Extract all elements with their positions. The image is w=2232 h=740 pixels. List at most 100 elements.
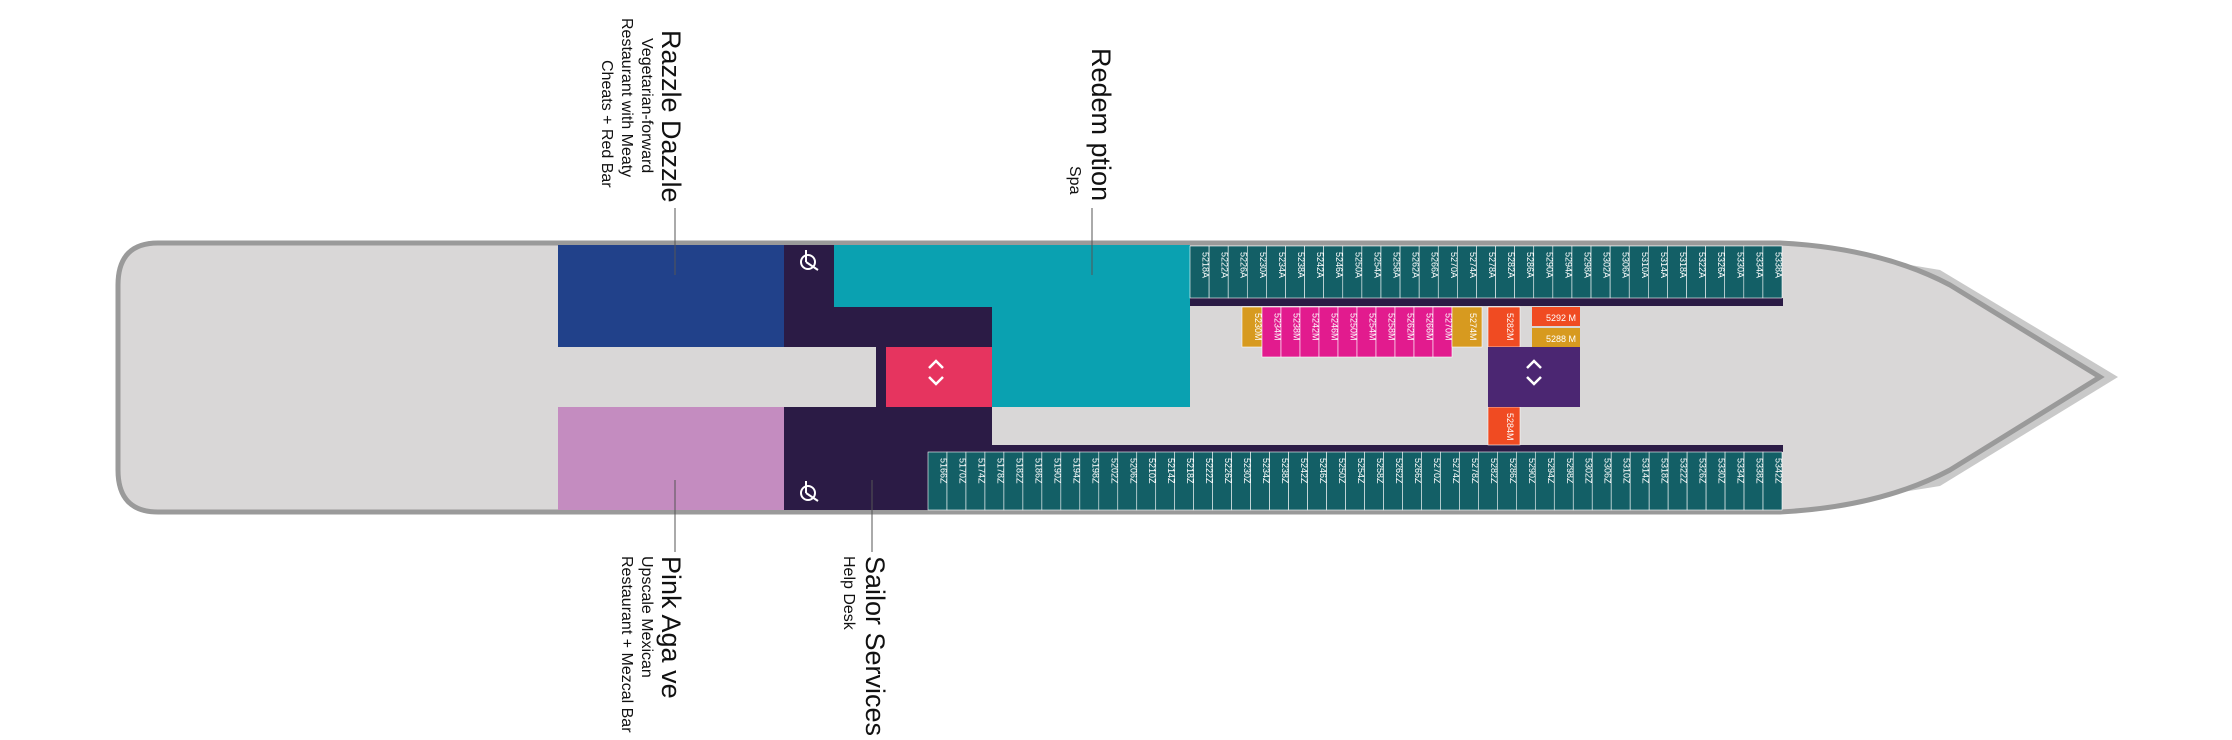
cabin-5270Z[interactable]: 5270Z xyxy=(1421,451,1442,511)
cabin-5174Z[interactable]: 5174Z xyxy=(965,451,986,511)
cabin-5274Z[interactable]: 5274Z xyxy=(1440,451,1461,511)
cabin-number: 5314Z xyxy=(1641,458,1651,484)
cabin-5218A[interactable]: 5218A xyxy=(1189,245,1211,299)
cabin-5282M[interactable]: 5282M xyxy=(1487,306,1521,348)
cabin-5274M[interactable]: 5274M xyxy=(1451,306,1483,348)
cabin-5282Z[interactable]: 5282Z xyxy=(1478,451,1499,511)
cabin-5318A[interactable]: 5318A xyxy=(1667,245,1688,299)
cabin-5288m[interactable]: 5288 M xyxy=(1532,328,1580,347)
cabin-5262Z[interactable]: 5262Z xyxy=(1383,451,1404,511)
cabin-5238Z[interactable]: 5238Z xyxy=(1269,451,1290,511)
cabin-5334A[interactable]: 5334A xyxy=(1743,245,1765,299)
cabin-5258Z[interactable]: 5258Z xyxy=(1364,451,1385,511)
cabin-5166Z[interactable]: 5166Z xyxy=(927,451,948,511)
cabin-5206Z[interactable]: 5206Z xyxy=(1117,451,1138,511)
cabin-5234Z[interactable]: 5234Z xyxy=(1250,451,1271,511)
cabin-5246A[interactable]: 5246A xyxy=(1323,245,1345,299)
cabin-5326Z[interactable]: 5326Z xyxy=(1686,451,1708,511)
cabin-5202Z[interactable]: 5202Z xyxy=(1098,451,1119,511)
cabin-5294A[interactable]: 5294A xyxy=(1552,245,1574,299)
cabin-5270M[interactable]: 5270M xyxy=(1432,306,1454,358)
elevator-pink[interactable] xyxy=(886,347,992,407)
cabin-5302A[interactable]: 5302A xyxy=(1590,245,1612,299)
cabin-5306Z[interactable]: 5306Z xyxy=(1591,451,1613,511)
cabin-5226A[interactable]: 5226A xyxy=(1227,245,1249,299)
cabin-5238M[interactable]: 5238M xyxy=(1280,306,1302,358)
cabin-5314Z[interactable]: 5314Z xyxy=(1629,451,1651,511)
cabin-5258M[interactable]: 5258M xyxy=(1375,306,1397,358)
cabin-5230A[interactable]: 5230A xyxy=(1246,245,1268,299)
cabin-5190Z[interactable]: 5190Z xyxy=(1041,451,1062,511)
cabin-5254Z[interactable]: 5254Z xyxy=(1345,451,1366,511)
cabin-5302Z[interactable]: 5302Z xyxy=(1572,451,1594,511)
cabin-5318Z[interactable]: 5318Z xyxy=(1648,451,1670,511)
cabin-5222A[interactable]: 5222A xyxy=(1208,245,1230,299)
cabin-5322Z[interactable]: 5322Z xyxy=(1667,451,1689,511)
cabin-5262M[interactable]: 5262M xyxy=(1394,306,1416,358)
cabin-5178Z[interactable]: 5178Z xyxy=(984,451,1005,511)
cabin-5250Z[interactable]: 5250Z xyxy=(1326,451,1347,511)
pink-agave-area[interactable] xyxy=(558,407,784,510)
redemption-spa-area[interactable] xyxy=(834,245,1190,407)
razzle-dazzle-area[interactable] xyxy=(558,245,784,347)
cabin-5286A[interactable]: 5286A xyxy=(1514,245,1536,299)
cabin-5258A[interactable]: 5258A xyxy=(1380,245,1402,299)
cabin-5170Z[interactable]: 5170Z xyxy=(946,451,967,511)
cabin-5338Z[interactable]: 5338Z xyxy=(1743,451,1765,511)
cabin-5334Z[interactable]: 5334Z xyxy=(1724,451,1746,511)
cabin-5234M[interactable]: 5234M xyxy=(1261,306,1283,358)
cabin-5242Z[interactable]: 5242Z xyxy=(1288,451,1309,511)
cabin-5330A[interactable]: 5330A xyxy=(1724,245,1746,299)
cabin-5298A[interactable]: 5298A xyxy=(1571,245,1593,299)
cabin-5274A[interactable]: 5274A xyxy=(1457,245,1478,299)
cabin-5266M[interactable]: 5266M xyxy=(1413,306,1435,358)
cabin-5342Z[interactable]: 5342Z xyxy=(1762,451,1784,511)
cabin-number: 5286A xyxy=(1525,252,1535,278)
cabin-5234A[interactable]: 5234A xyxy=(1266,245,1287,299)
cabin-5246M[interactable]: 5246M xyxy=(1318,306,1340,358)
cabin-5238A[interactable]: 5238A xyxy=(1285,245,1306,299)
cabin-5314A[interactable]: 5314A xyxy=(1648,245,1669,299)
cabin-5310Z[interactable]: 5310Z xyxy=(1610,451,1632,511)
cabin-5286Z[interactable]: 5286Z xyxy=(1497,451,1518,511)
cabin-5194Z[interactable]: 5194Z xyxy=(1060,451,1081,511)
cabin-5242A[interactable]: 5242A xyxy=(1304,245,1326,299)
corridor-bottom xyxy=(928,445,1783,452)
cabin-5266Z[interactable]: 5266Z xyxy=(1402,451,1423,511)
cabin-5246Z[interactable]: 5246Z xyxy=(1307,451,1328,511)
cabin-5278A[interactable]: 5278A xyxy=(1476,245,1497,299)
cabin-5290Z[interactable]: 5290Z xyxy=(1516,451,1537,511)
cabin-5230Z[interactable]: 5230Z xyxy=(1231,451,1252,511)
cabin-5270A[interactable]: 5270A xyxy=(1437,245,1459,299)
cabin-5322A[interactable]: 5322A xyxy=(1686,245,1708,299)
cabin-5330Z[interactable]: 5330Z xyxy=(1705,451,1727,511)
cabin-5230M[interactable]: 5230M xyxy=(1241,306,1263,348)
cabin-5266A[interactable]: 5266A xyxy=(1418,245,1440,299)
cabin-5254A[interactable]: 5254A xyxy=(1361,245,1383,299)
cabin-5294Z[interactable]: 5294Z xyxy=(1534,451,1556,511)
cabin-5222Z[interactable]: 5222Z xyxy=(1193,451,1214,511)
cabin-5214Z[interactable]: 5214Z xyxy=(1155,451,1176,511)
cabin-5284M[interactable]: 5284M xyxy=(1487,406,1521,446)
cabin-5278Z[interactable]: 5278Z xyxy=(1459,451,1480,511)
cabin-5250M[interactable]: 5250M xyxy=(1337,306,1359,358)
cabin-5242M[interactable]: 5242M xyxy=(1299,306,1321,358)
cabin-5338A[interactable]: 5338A xyxy=(1762,245,1784,299)
cabin-5298Z[interactable]: 5298Z xyxy=(1553,451,1575,511)
cabin-5218Z[interactable]: 5218Z xyxy=(1174,451,1195,511)
cabin-5250A[interactable]: 5250A xyxy=(1342,245,1364,299)
cabin-5226Z[interactable]: 5226Z xyxy=(1212,451,1233,511)
elevator-purple[interactable] xyxy=(1488,347,1580,407)
cabin-5326A[interactable]: 5326A xyxy=(1705,245,1727,299)
cabin-5254M[interactable]: 5254M xyxy=(1356,306,1378,358)
cabin-5186Z[interactable]: 5186Z xyxy=(1022,451,1043,511)
cabin-5290A[interactable]: 5290A xyxy=(1533,245,1555,299)
cabin-5282A[interactable]: 5282A xyxy=(1495,245,1517,299)
cabin-5210Z[interactable]: 5210Z xyxy=(1136,451,1157,511)
cabin-5182Z[interactable]: 5182Z xyxy=(1003,451,1024,511)
cabin-5198Z[interactable]: 5198Z xyxy=(1079,451,1100,511)
cabin-5310A[interactable]: 5310A xyxy=(1628,245,1650,299)
cabin-5306A[interactable]: 5306A xyxy=(1609,245,1631,299)
cabin-5292m[interactable]: 5292 M xyxy=(1532,307,1580,326)
cabin-5262A[interactable]: 5262A xyxy=(1399,245,1421,299)
